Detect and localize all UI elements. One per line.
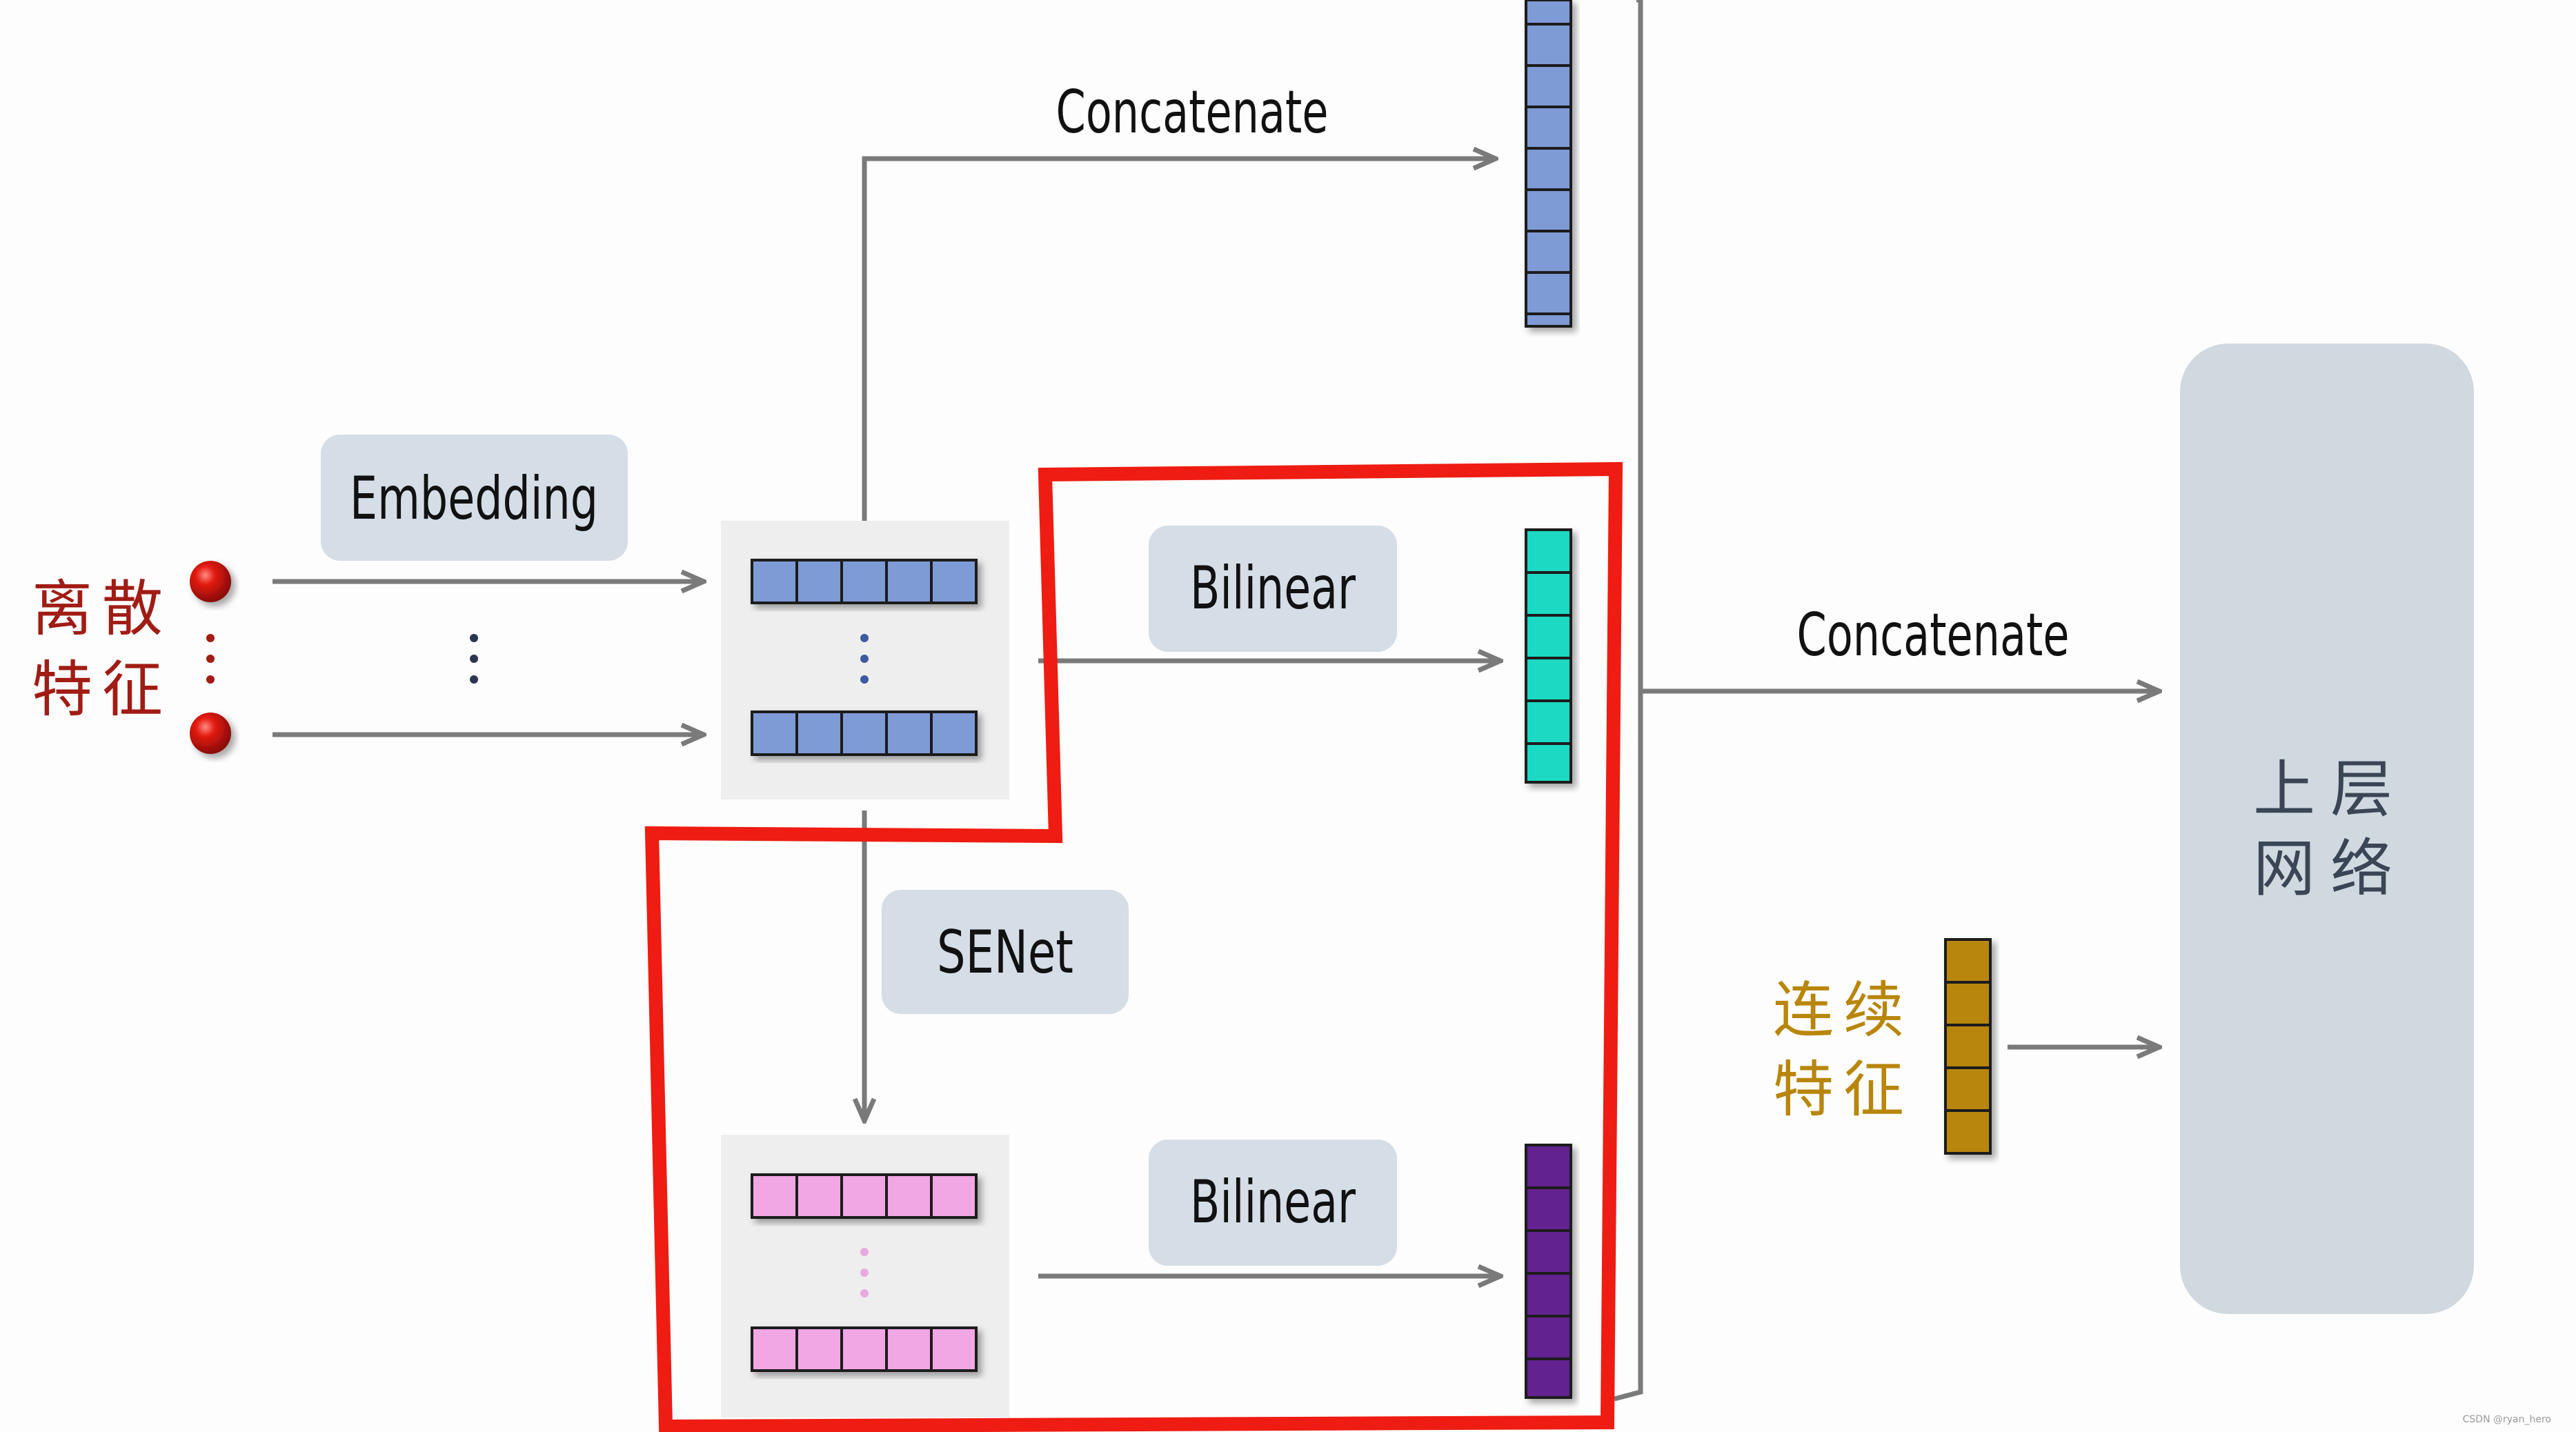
- sparse-feature-dot-bottom: [190, 713, 231, 754]
- bilinear-vector-purple: [1525, 1144, 1572, 1399]
- bracket-concat-right: [1614, 0, 1649, 1402]
- arrow-concat-top: [862, 159, 1496, 521]
- sparse-ellipsis: [206, 634, 215, 684]
- concat-right-label: Concatenate: [1797, 601, 2070, 670]
- senet-vector-top: [751, 1173, 978, 1219]
- embedding-panel-ellipsis: [860, 634, 869, 684]
- connectors: [273, 0, 2159, 1402]
- concat-top-label: Concatenate: [1056, 78, 1329, 147]
- highlight-outline: [644, 461, 1623, 1432]
- senet-panel-ellipsis: [860, 1248, 869, 1297]
- embedding-label: Embedding: [350, 464, 598, 533]
- watermark-text: CSDN @ryan_hero: [2463, 1414, 2551, 1425]
- senet-label-box: [882, 890, 1129, 1014]
- upper-network-box: [2180, 344, 2474, 1314]
- senet-label: SENet: [937, 918, 1073, 987]
- bilinear-bottom-label-box: [1149, 1140, 1397, 1266]
- embedding-vector-bottom: [751, 710, 978, 756]
- dense-feature-label-line2: 特征: [1773, 1054, 1914, 1125]
- embedding-ellipsis: [470, 634, 478, 684]
- upper-network-label-line2: 网络: [2253, 833, 2408, 905]
- sparse-feature-label-line2: 特征: [32, 654, 172, 725]
- dense-feature-vector: [1944, 938, 1992, 1155]
- senet-vector-bottom: [751, 1326, 978, 1372]
- embedding-label-box: [321, 435, 628, 561]
- vector-concat-top: [1525, 0, 1572, 328]
- bilinear-vector-cyan: [1525, 528, 1572, 784]
- upper-network-label-line1: 上层: [2253, 753, 2408, 826]
- sparse-feature-label-line1: 离散: [32, 573, 172, 644]
- bilinear-bottom-label: Bilinear: [1190, 1168, 1356, 1237]
- dense-feature-label-line1: 连续: [1773, 975, 1914, 1046]
- embedding-vector-top: [751, 559, 978, 604]
- bilinear-top-label-box: [1149, 526, 1397, 652]
- sparse-feature-dot-top: [190, 561, 231, 602]
- bilinear-top-label: Bilinear: [1190, 554, 1356, 623]
